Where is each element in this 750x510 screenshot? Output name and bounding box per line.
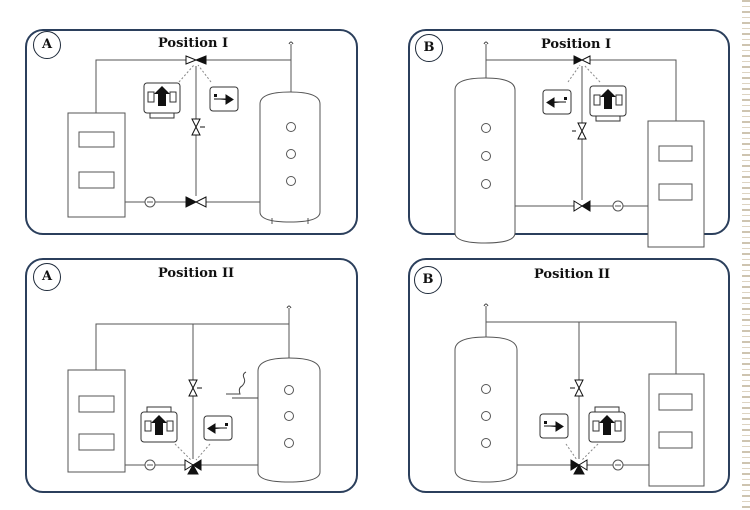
page-edge [742, 0, 750, 510]
panel-b-position-1 [408, 29, 730, 235]
panel-title: Position II [158, 266, 235, 281]
panel-b-position-2 [408, 258, 730, 493]
panel-badge: A [33, 263, 61, 291]
panel-badge: B [415, 34, 443, 62]
panel-badge: A [33, 31, 61, 59]
panel-title: Position I [541, 37, 612, 52]
panel-title: Position I [158, 36, 229, 51]
panel-a-position-1 [25, 29, 358, 235]
panel-title: Position II [534, 267, 611, 282]
panel-a-position-2 [25, 258, 358, 493]
panel-badge: B [414, 266, 442, 294]
